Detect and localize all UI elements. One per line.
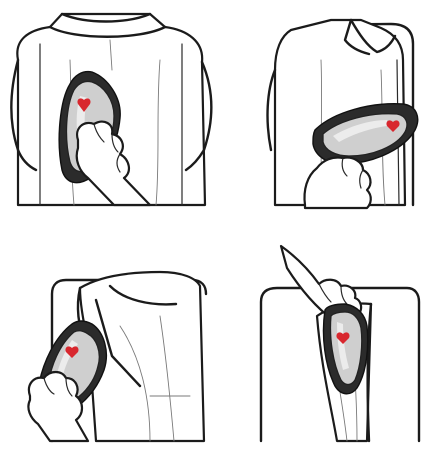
jacket-shoulder-drawing — [0, 236, 221, 472]
panel-sleeve — [221, 236, 442, 472]
shirt-back-drawing — [0, 0, 221, 236]
panel-shirt-collar — [221, 0, 442, 236]
panel-shirt-back — [0, 0, 221, 236]
sleeve-drawing — [221, 236, 442, 472]
panel-jacket-shoulder — [0, 236, 221, 472]
shirt-collar-drawing — [221, 0, 442, 236]
